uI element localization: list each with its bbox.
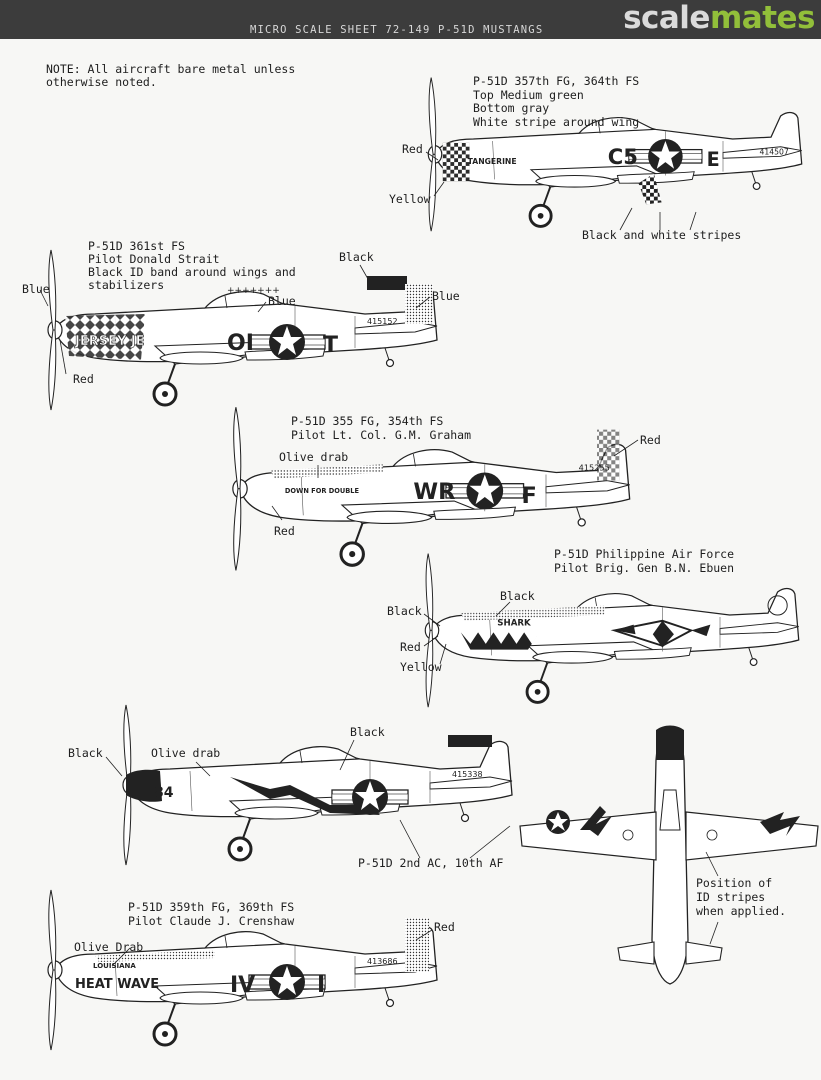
- serial-5: 415338: [452, 770, 483, 779]
- label-2-blue-canopy: Blue: [268, 294, 296, 308]
- label-5-olive-drab: Olive drab: [151, 746, 221, 760]
- caption-3-line-2: Pilot Lt. Col. G.M. Graham: [291, 428, 472, 442]
- planform-caption-3: when applied.: [696, 904, 787, 918]
- sheet-title: MICRO SCALE SHEET 72-149 P-51D MUSTANGS: [250, 24, 544, 36]
- caption-2-line-2: Pilot Donald Strait: [88, 252, 220, 266]
- label-5-black-nose: Black: [68, 746, 103, 760]
- caption-2-line-3: Black ID band around wings and: [88, 265, 296, 279]
- label-6-olive-drab: Olive Drab: [74, 940, 144, 954]
- planform-caption-1: Position of: [696, 876, 773, 890]
- label-5-black-tail: Black: [350, 725, 385, 739]
- caption-4-line-1: P-51D Philippine Air Force: [554, 547, 735, 561]
- serial-2: 415152: [367, 317, 398, 326]
- code-right-1: E: [707, 148, 720, 171]
- label-1-red: Red: [402, 142, 423, 156]
- serial-3: 415255: [579, 462, 610, 472]
- label-6-red: Red: [434, 920, 455, 934]
- label-4-black-nose: Black: [387, 604, 422, 618]
- label-4-red: Red: [400, 640, 421, 654]
- marks-2: +++++++: [227, 286, 280, 296]
- caption-4-line-2: Pilot Brig. Gen B.N. Ebuen: [554, 561, 735, 575]
- caption-2-line-4: stabilizers: [88, 278, 165, 292]
- code-left-2: OI: [227, 331, 254, 356]
- label-2-black: Black: [339, 250, 374, 264]
- label-4-yellow: Yellow: [400, 660, 442, 674]
- note-line-1: NOTE: All aircraft bare metal unless: [46, 62, 296, 76]
- header-bar: MICRO SCALE SHEET 72-149 P-51D MUSTANGS …: [0, 0, 821, 39]
- watermark-scale: scale: [623, 0, 710, 36]
- label-4-black-top: Black: [500, 589, 535, 603]
- nose-art-1: TANGERINE: [468, 157, 517, 166]
- nose-art-6b: HEAT WAVE: [75, 977, 159, 992]
- serial-1: 414507: [759, 147, 788, 156]
- code-right-3: F: [522, 483, 537, 509]
- caption-1-line-3: Bottom gray: [473, 101, 550, 115]
- code-left-5: 84: [154, 785, 174, 801]
- label-3-red-nose: Red: [274, 524, 295, 538]
- caption-1-line-4: White stripe around wing: [473, 115, 640, 129]
- caption-5: P-51D 2nd AC, 10th AF: [358, 856, 504, 870]
- caption-3-line-1: P-51D 355 FG, 354th FS: [291, 414, 444, 428]
- nose-art-2: JERSEY JE: [74, 334, 145, 349]
- nose-art-4: SHARK: [497, 619, 531, 629]
- code-left-6: IV: [230, 973, 255, 998]
- code-left-3: WR: [413, 479, 455, 505]
- caption-6-line-2: Pilot Claude J. Crenshaw: [128, 914, 295, 928]
- serial-6: 413686: [367, 957, 398, 966]
- label-1-yellow: Yellow: [389, 192, 431, 206]
- label-2-blue-tail: Blue: [432, 289, 460, 303]
- label-2-red: Red: [73, 372, 94, 386]
- planform-view: [519, 725, 819, 985]
- watermark-mates: mates: [709, 0, 816, 36]
- caption-1-line-1: P-51D 357th FG, 364th FS: [473, 74, 640, 88]
- label-2-blue-nose: Blue: [22, 282, 50, 296]
- label-1-stripes: Black and white stripes: [582, 228, 742, 242]
- code-left-1: C5: [608, 144, 638, 169]
- code-right-6: I: [317, 973, 325, 998]
- note-line-2: otherwise noted.: [46, 75, 157, 89]
- scalemates-watermark[interactable]: scalemates: [623, 0, 815, 36]
- label-3-olive-drab: Olive drab: [279, 450, 349, 464]
- caption-2-line-1: P-51D 361st FS: [88, 239, 185, 253]
- caption-6-line-1: P-51D 359th FG, 369th FS: [128, 900, 295, 914]
- label-3-red-tail: Red: [640, 433, 661, 447]
- caption-1-line-2: Top Medium green: [473, 88, 584, 102]
- code-right-2: T: [323, 333, 338, 358]
- planform-caption-2: ID stripes: [696, 890, 766, 904]
- nose-art-6: LOUISIANA: [93, 962, 136, 970]
- nose-art-3: DOWN FOR DOUBLE: [285, 487, 360, 495]
